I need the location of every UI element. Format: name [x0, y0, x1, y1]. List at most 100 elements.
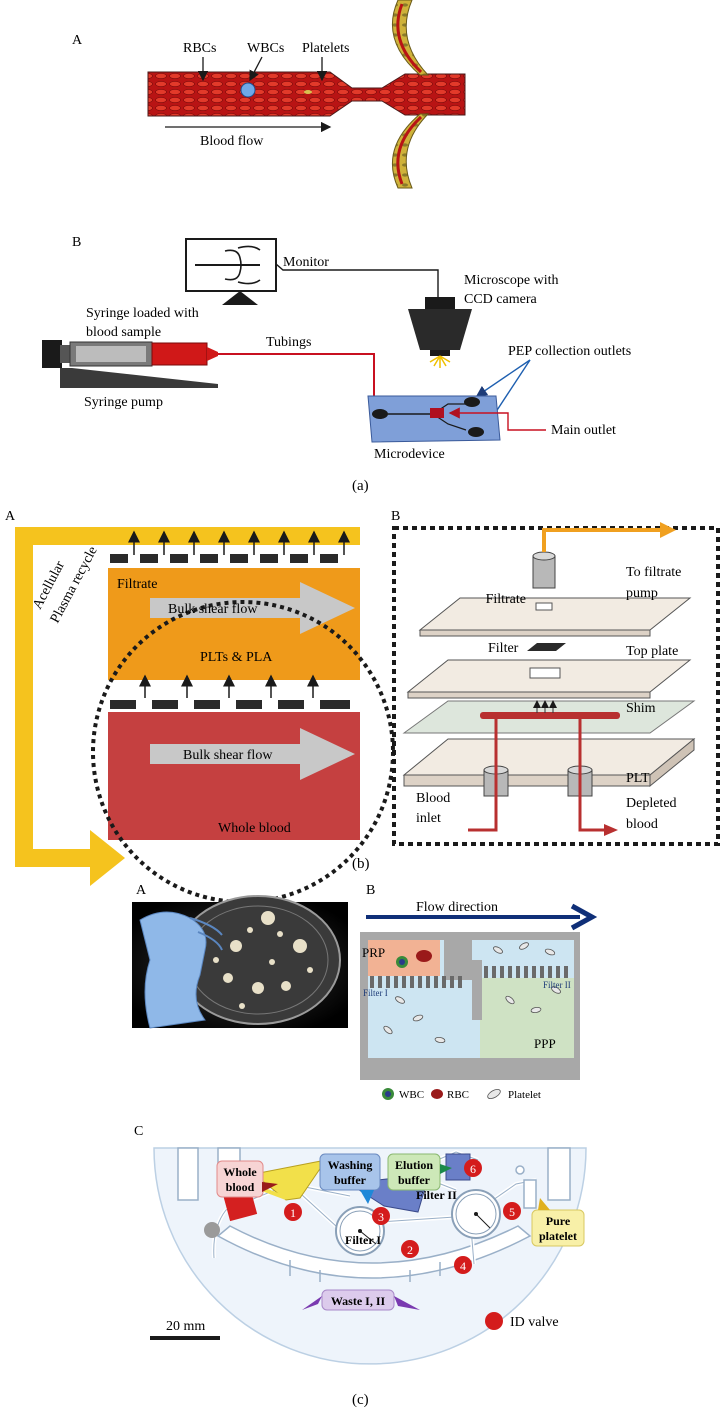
label-top-plate: Top plate [626, 644, 678, 659]
label-whole-1: Whole [223, 1165, 257, 1179]
label-bulk-shear-top: Bulk shear flow [168, 602, 258, 617]
caption-a: (a) [352, 478, 369, 494]
label-depleted-2: blood [626, 817, 658, 832]
waste-bubble [321, 1289, 395, 1311]
svg-text:4: 4 [460, 1259, 466, 1273]
blood-vessel-illustration [147, 0, 466, 189]
label-washing-2: buffer [334, 1173, 367, 1187]
legend-platelet: Platelet [508, 1089, 541, 1101]
label-microscope-1: Microscope with [464, 273, 558, 288]
label-platelets: Platelets [302, 41, 349, 56]
caption-b: (b) [352, 856, 370, 872]
label-pep-outlets: PEP collection outlets [508, 344, 631, 359]
tubing-line [218, 353, 375, 411]
panel-b: A B [5, 509, 720, 904]
label-wbcs: WBCs [247, 41, 284, 56]
monitor-cable [275, 263, 439, 297]
label-plt: PLT [626, 771, 650, 786]
legend-platelet-swatch [487, 1088, 501, 1100]
wbc-cell [240, 82, 256, 98]
label-blood-1: Blood [416, 791, 450, 806]
label-to-filtrate-2: pump [626, 586, 658, 601]
label-id-valve: ID valve [510, 1315, 559, 1330]
panel-c-letter-c: C [134, 1124, 143, 1139]
legend-wbc: WBC [399, 1089, 424, 1101]
panel-a-letter-b: B [72, 235, 81, 250]
panel-b-letter-b: B [391, 509, 400, 524]
svg-text:1: 1 [290, 1206, 296, 1220]
panel-a-letter-a: A [72, 33, 83, 48]
panel-c: A B Flow direction [132, 883, 598, 1408]
label-scale: 20 mm [166, 1319, 205, 1334]
id-valves: 1 2 3 4 5 6 [284, 1159, 521, 1274]
label-prp: PRP [362, 945, 385, 960]
valve-2 [401, 1240, 419, 1258]
label-blood-flow: Blood flow [200, 134, 264, 149]
whole-blood-bubble [216, 1160, 264, 1198]
caption-c: (c) [352, 1392, 369, 1408]
label-filter-i: Filter I [363, 988, 388, 998]
monitor-icon [185, 238, 277, 305]
label-plts-pla: PLTs & PLA [200, 650, 273, 665]
label-whole-blood: Whole blood [218, 821, 291, 836]
svg-text:3: 3 [378, 1210, 384, 1224]
cell-legend: WBC RBC Platelet [382, 1088, 541, 1101]
label-flow-direction: Flow direction [416, 900, 498, 915]
exploded-device [402, 522, 696, 836]
label-elution-2: buffer [398, 1173, 431, 1187]
arrow-pep-1 [475, 359, 531, 397]
label-filtrate-right: Filtrate [486, 592, 526, 607]
valve-6 [464, 1159, 482, 1177]
label-microdevice: Microdevice [374, 447, 445, 462]
flow-direction-arrowhead [570, 903, 598, 931]
arrow-main-outlet [448, 407, 546, 431]
svg-text:2: 2 [407, 1243, 413, 1257]
label-filter: Filter [488, 641, 519, 656]
label-pure-2: platelet [539, 1229, 577, 1243]
panel-b-letter-a: A [5, 509, 16, 524]
label-washing-1: Washing [328, 1158, 373, 1172]
microdevice-chip [367, 395, 501, 443]
label-depleted-1: Depleted [626, 796, 677, 811]
label-filter-ii-disc: Filter II [416, 1188, 457, 1202]
svg-text:6: 6 [470, 1162, 476, 1176]
panel-a: A RBCs WBCs Platelets Blood flow B [42, 0, 631, 494]
label-main-outlet: Main outlet [551, 423, 616, 438]
panel-c-letter-a: A [136, 883, 147, 898]
label-bulk-shear-bottom: Bulk shear flow [183, 748, 273, 763]
valve-5 [503, 1202, 521, 1220]
label-monitor: Monitor [283, 255, 329, 270]
id-valve-legend-swatch [485, 1312, 503, 1330]
syringe-pump-icon [42, 340, 218, 388]
valve-3 [372, 1207, 390, 1225]
scale-bar [150, 1336, 220, 1340]
label-shim: Shim [626, 701, 656, 716]
valve-1 [284, 1203, 302, 1221]
label-syringe-pump: Syringe pump [84, 395, 163, 410]
filtration-chamber-schematic [360, 932, 580, 1080]
label-elution-1: Elution [395, 1158, 433, 1172]
valve-4 [454, 1256, 472, 1274]
legend-rbc: RBC [447, 1089, 469, 1101]
label-blood-2: inlet [416, 811, 441, 826]
platelet-cell [304, 90, 312, 94]
microscope-camera-icon [408, 297, 472, 368]
label-to-filtrate-1: To filtrate [626, 565, 681, 580]
label-rbcs: RBCs [183, 41, 216, 56]
washing-buffer-bubble [319, 1153, 381, 1191]
label-tubings: Tubings [266, 335, 311, 350]
label-pure-1: Pure [546, 1214, 571, 1228]
label-filter-i-disc: Filter I [345, 1233, 381, 1247]
panel-c-letter-b: B [366, 883, 375, 898]
arrow-wbcs [249, 56, 263, 82]
label-filter-ii: Filter II [543, 980, 571, 990]
svg-text:5: 5 [509, 1205, 515, 1219]
device-photo [132, 895, 348, 1029]
label-waste: Waste I, II [331, 1294, 386, 1308]
label-microscope-2: CCD camera [464, 292, 537, 307]
label-whole-2: blood [226, 1180, 255, 1194]
label-ppp: PPP [534, 1036, 556, 1051]
pure-platelet-bubble [531, 1209, 585, 1247]
label-syringe-1: Syringe loaded with [86, 306, 199, 321]
